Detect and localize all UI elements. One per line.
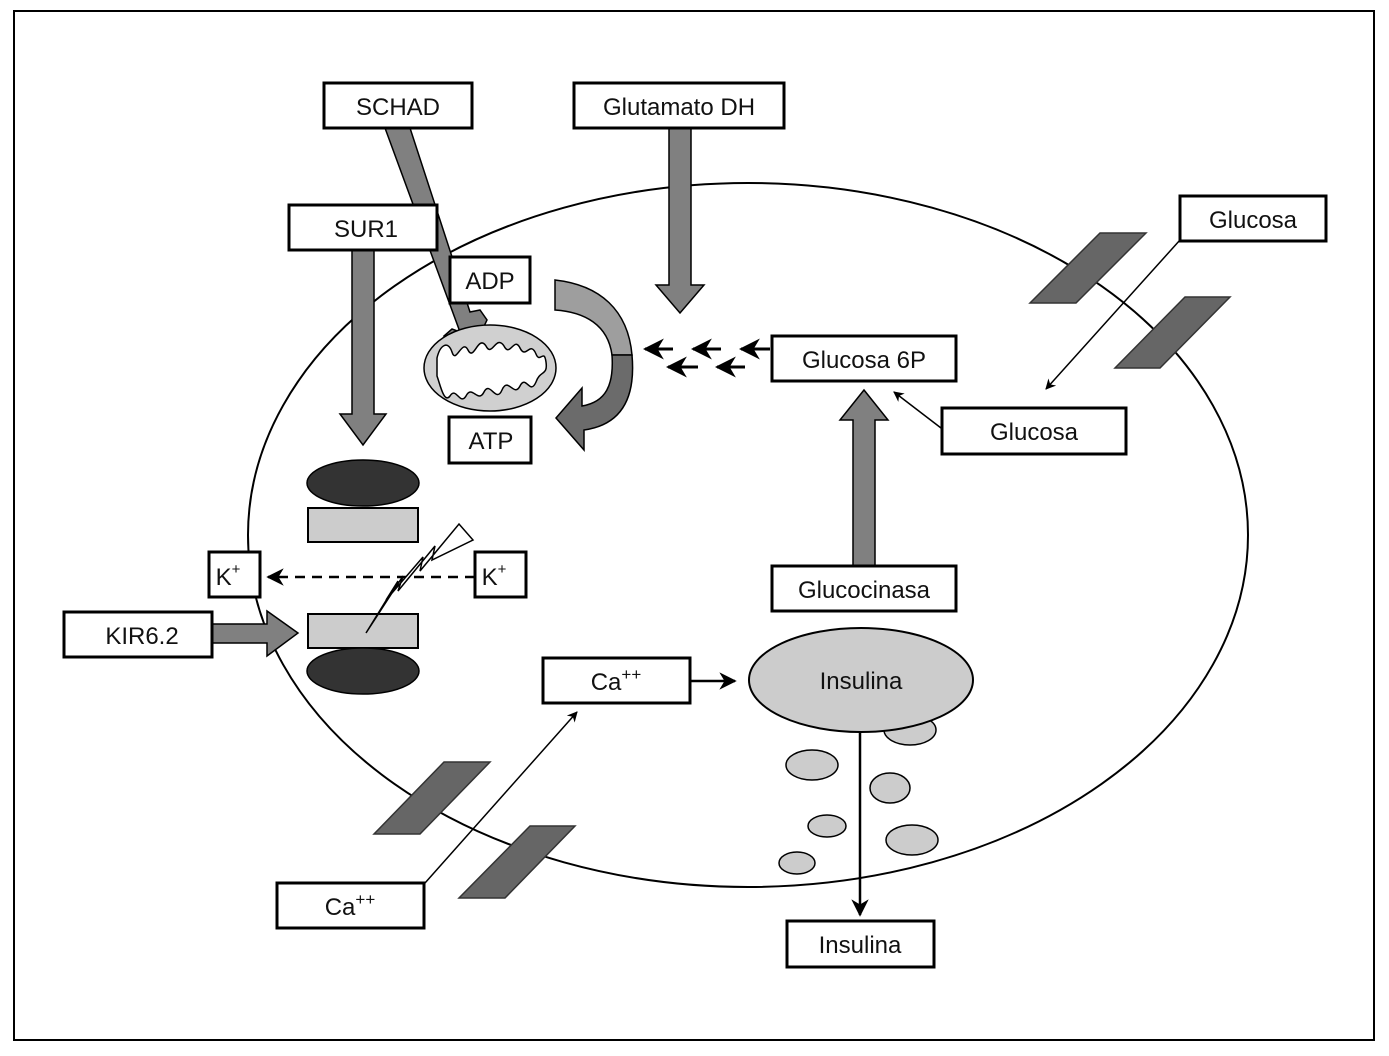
schad-label: SCHAD bbox=[356, 94, 440, 121]
sur1-node: SUR1 bbox=[287, 203, 439, 252]
k-intracellular-label: K+ bbox=[482, 561, 507, 591]
atp-node: ATP bbox=[447, 415, 533, 465]
vesicle bbox=[778, 851, 816, 875]
glucose-to-g6p-arrow bbox=[893, 391, 942, 429]
vesicle bbox=[785, 749, 839, 781]
k-extracellular-node: K+ bbox=[207, 550, 262, 599]
kir62-subunit-bottom bbox=[307, 613, 419, 649]
ca-intracellular-label: Ca++ bbox=[591, 665, 642, 696]
kir62-node: KIR6.2 bbox=[62, 610, 214, 659]
insulina-secreted-node: Insulina bbox=[785, 919, 936, 969]
kir62-arrow bbox=[211, 609, 300, 658]
glutamato-dh-arrow bbox=[654, 127, 706, 315]
calcium-entry-arrow bbox=[424, 711, 578, 884]
k-extracellular-label: K+ bbox=[216, 561, 241, 591]
k-intracellular-node: K+ bbox=[473, 550, 528, 599]
lightning-bolt-icon bbox=[365, 522, 475, 634]
sur1-arrow bbox=[338, 249, 388, 447]
calcium-channel-1 bbox=[372, 761, 492, 835]
glucocinasa-node: Glucocinasa bbox=[770, 564, 958, 613]
mitochondrion-icon bbox=[423, 324, 557, 412]
schad-node: SCHAD bbox=[322, 81, 474, 130]
glutamato-dh-label: Glutamato DH bbox=[603, 94, 755, 121]
insulin-granule-label: Insulina bbox=[820, 668, 903, 695]
adp-node: ADP bbox=[448, 255, 532, 305]
vesicle bbox=[807, 814, 847, 838]
ca-extracellular-node: Ca++ bbox=[275, 881, 426, 930]
ca-intracellular-node: Ca++ bbox=[541, 656, 692, 705]
glucosa-6p-label: Glucosa 6P bbox=[802, 347, 926, 374]
vesicle bbox=[869, 772, 911, 804]
sur1-subunit-top bbox=[306, 459, 420, 507]
glucose-entry-arrow bbox=[1045, 239, 1181, 390]
glucose-transporter-2 bbox=[1113, 296, 1232, 369]
kir62-subunit-top bbox=[307, 507, 419, 543]
calcium-channel-2 bbox=[457, 825, 577, 899]
glutamato-dh-node: Glutamato DH bbox=[572, 81, 786, 130]
sur1-subunit-bottom bbox=[306, 647, 420, 695]
glucosa-6p-node: Glucosa 6P bbox=[770, 334, 958, 383]
adp-atp-curved-arrow bbox=[554, 279, 634, 452]
kir62-label: KIR6.2 bbox=[105, 623, 178, 650]
glucocinasa-label: Glucocinasa bbox=[798, 577, 931, 604]
atp-label: ATP bbox=[469, 428, 514, 455]
cell-membrane bbox=[247, 182, 1249, 888]
ca-extracellular-label: Ca++ bbox=[325, 890, 376, 921]
vesicle bbox=[885, 824, 939, 856]
adp-label: ADP bbox=[465, 268, 514, 295]
figure-frame bbox=[13, 10, 1375, 1041]
insulina-secreted-label: Insulina bbox=[819, 932, 902, 959]
glucosa-6p-flow-arrows bbox=[642, 338, 770, 378]
sur1-label: SUR1 bbox=[334, 216, 398, 243]
glucosa-internal-node: Glucosa bbox=[940, 406, 1128, 456]
katp-channel bbox=[306, 459, 420, 695]
glucosa-external-label: Glucosa bbox=[1209, 207, 1298, 234]
glucosa-internal-label: Glucosa bbox=[990, 419, 1079, 446]
glucocinasa-arrow bbox=[838, 388, 890, 567]
glucose-transporter-1 bbox=[1028, 232, 1148, 304]
glucosa-external-node: Glucosa bbox=[1178, 194, 1328, 243]
